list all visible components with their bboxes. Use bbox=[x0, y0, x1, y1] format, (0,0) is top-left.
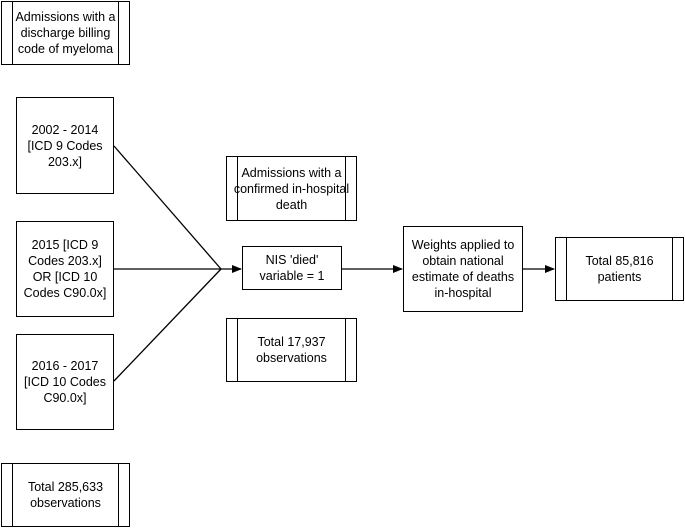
box-total-17937-label: Total 17,937 observations bbox=[256, 335, 327, 365]
box-weights-applied: Weights applied to obtain national estim… bbox=[403, 226, 523, 312]
box-2015-label: 2015 [ICD 9 Codes 203.x] OR [ICD 10 Code… bbox=[23, 238, 107, 300]
box-total-85816: Total 85,816 patients bbox=[555, 237, 684, 301]
box-2002-2014: 2002 - 2014 [ICD 9 Codes 203.x] bbox=[16, 97, 114, 194]
edge-2002-to-junction bbox=[113, 145, 222, 270]
box-total-285633-label: Total 285,633 observations bbox=[27, 480, 104, 510]
box-total-85816-label: Total 85,816 patients bbox=[585, 254, 654, 284]
box-total-17937: Total 17,937 observations bbox=[226, 318, 357, 382]
box-2015: 2015 [ICD 9 Codes 203.x] OR [ICD 10 Code… bbox=[16, 221, 114, 317]
box-2002-2014-label: 2002 - 2014 [ICD 9 Codes 203.x] bbox=[27, 122, 103, 169]
box-admissions-discharge: Admissions with a discharge billing code… bbox=[1, 1, 130, 65]
box-2016-2017: 2016 - 2017 [ICD 10 Codes C90.0x] bbox=[16, 334, 114, 430]
box-2016-2017-label: 2016 - 2017 [ICD 10 Codes C90.0x] bbox=[24, 359, 106, 405]
box-admissions-discharge-label: Admissions with a discharge billing code… bbox=[15, 10, 116, 56]
box-weights-applied-label: Weights applied to obtain national estim… bbox=[411, 238, 515, 300]
edge-2016-to-junction bbox=[113, 268, 222, 382]
box-nis-died-label: NIS 'died' variable = 1 bbox=[259, 253, 325, 283]
box-total-285633: Total 285,633 observations bbox=[1, 463, 130, 527]
box-admissions-death-label: Admissions with a confirmed in-hospital … bbox=[233, 165, 350, 212]
box-nis-died: NIS 'died' variable = 1 bbox=[242, 246, 342, 290]
box-admissions-death: Admissions with a confirmed in-hospital … bbox=[226, 156, 357, 221]
